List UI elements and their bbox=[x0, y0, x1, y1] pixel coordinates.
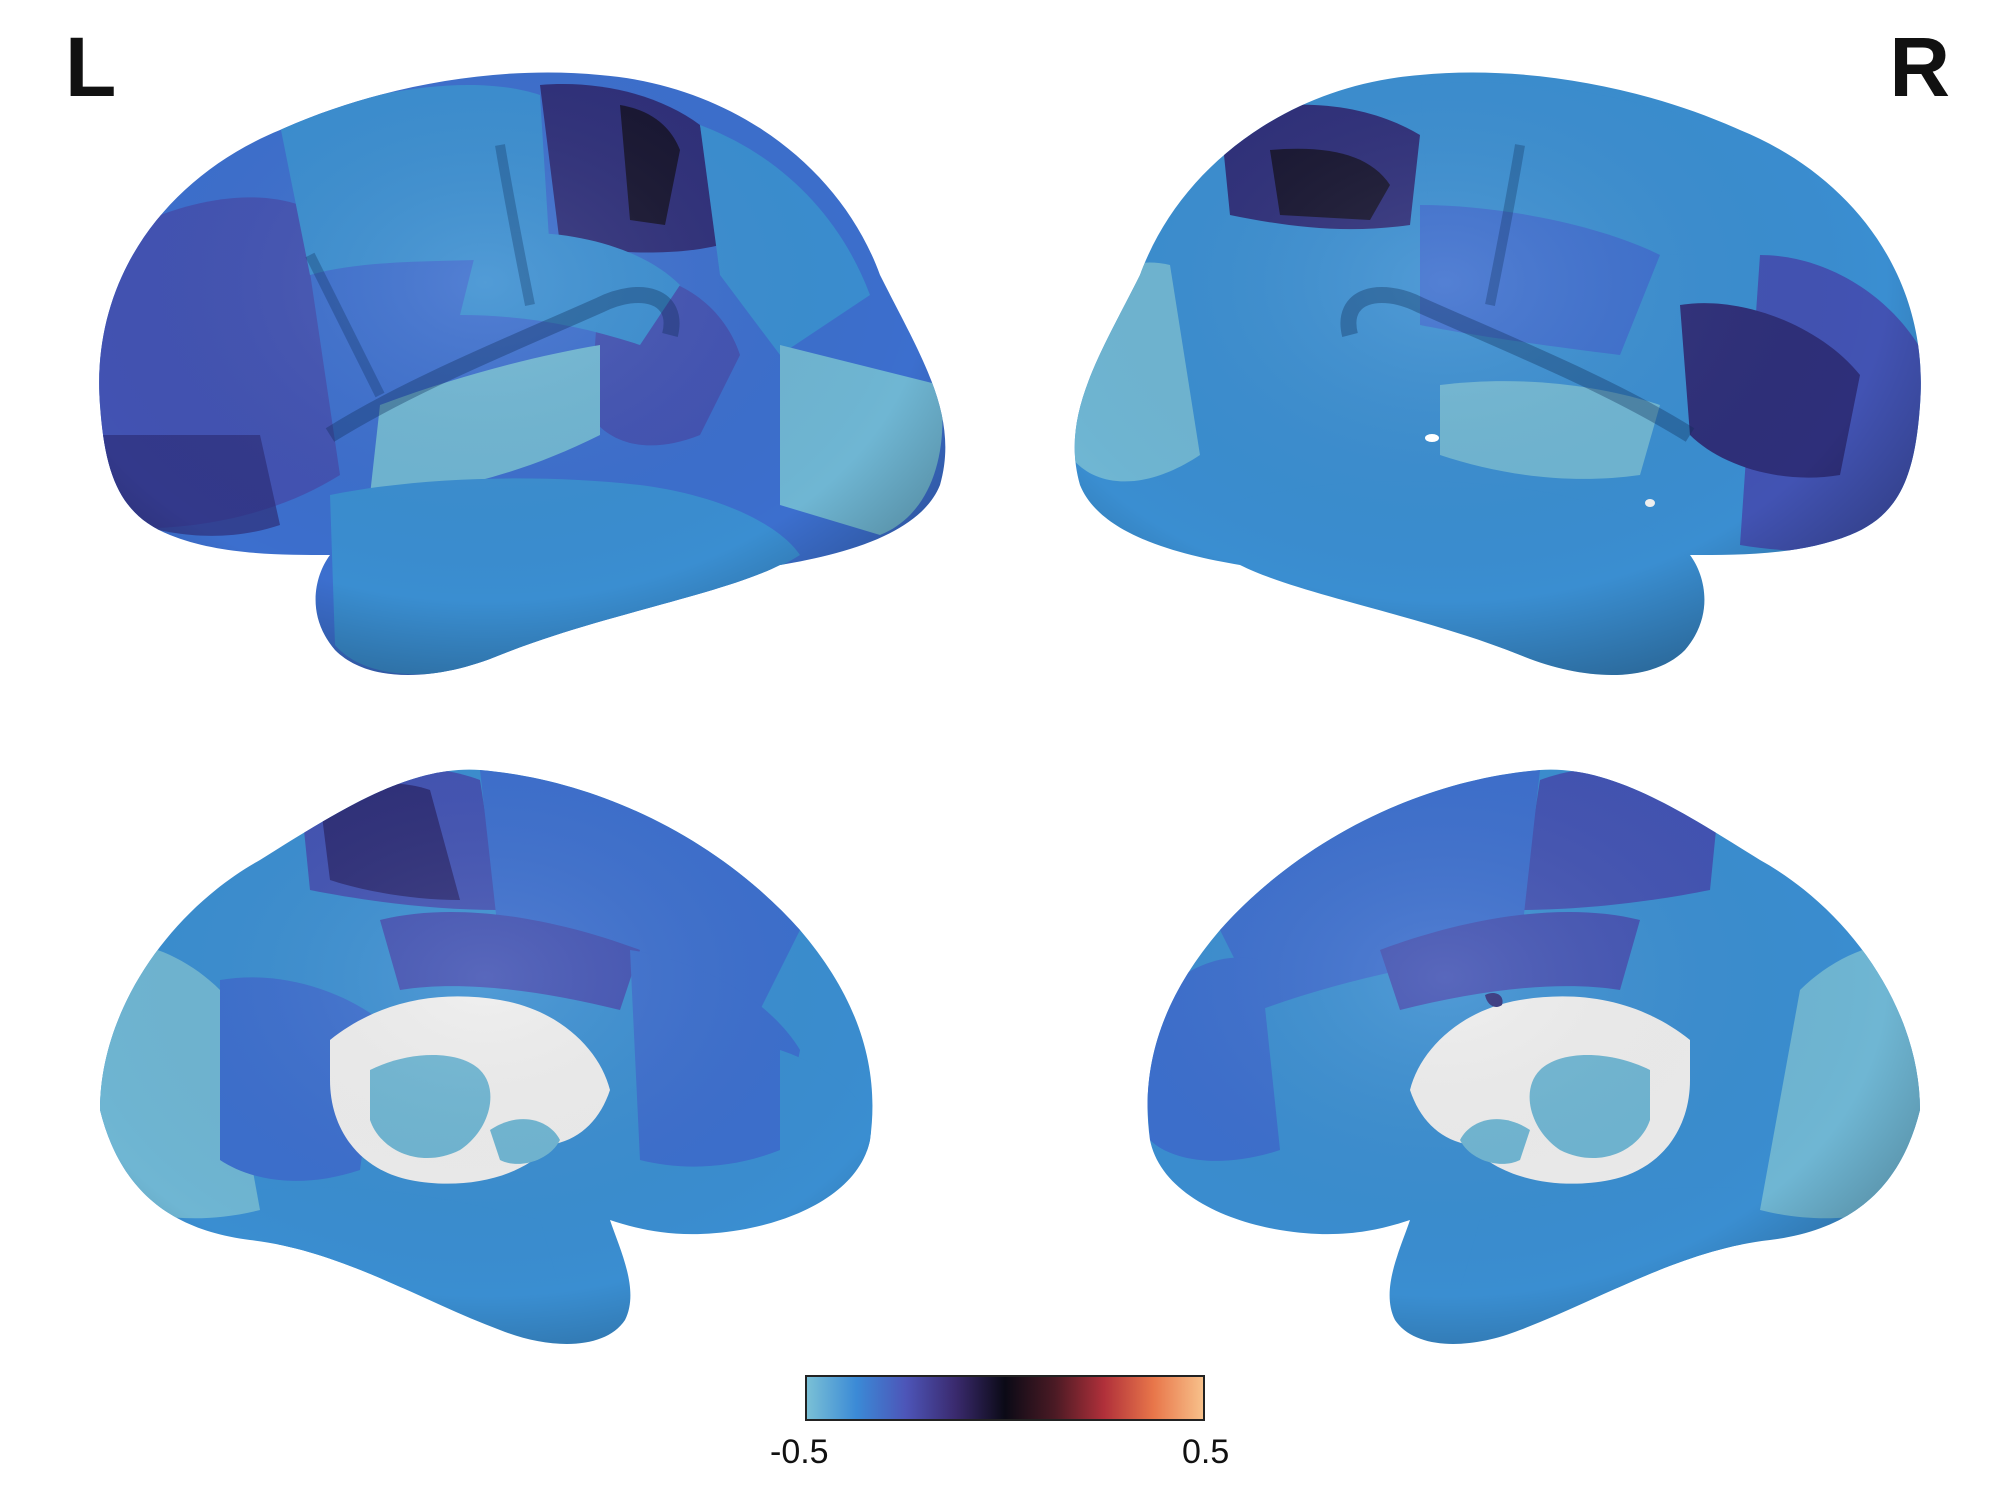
colorbar bbox=[805, 1375, 1205, 1421]
right-medial-brain-view bbox=[1147, 769, 1921, 1344]
colorbar-min-label: -0.5 bbox=[770, 1433, 829, 1471]
right-lateral-brain-view bbox=[1074, 72, 1921, 675]
left-lateral-brain-view bbox=[99, 72, 946, 675]
left-hemisphere-label: L bbox=[65, 20, 117, 114]
colorbar-max-label: 0.5 bbox=[1182, 1433, 1230, 1471]
right-hemisphere-label: R bbox=[1889, 20, 1950, 114]
left-medial-brain-view bbox=[100, 769, 873, 1344]
